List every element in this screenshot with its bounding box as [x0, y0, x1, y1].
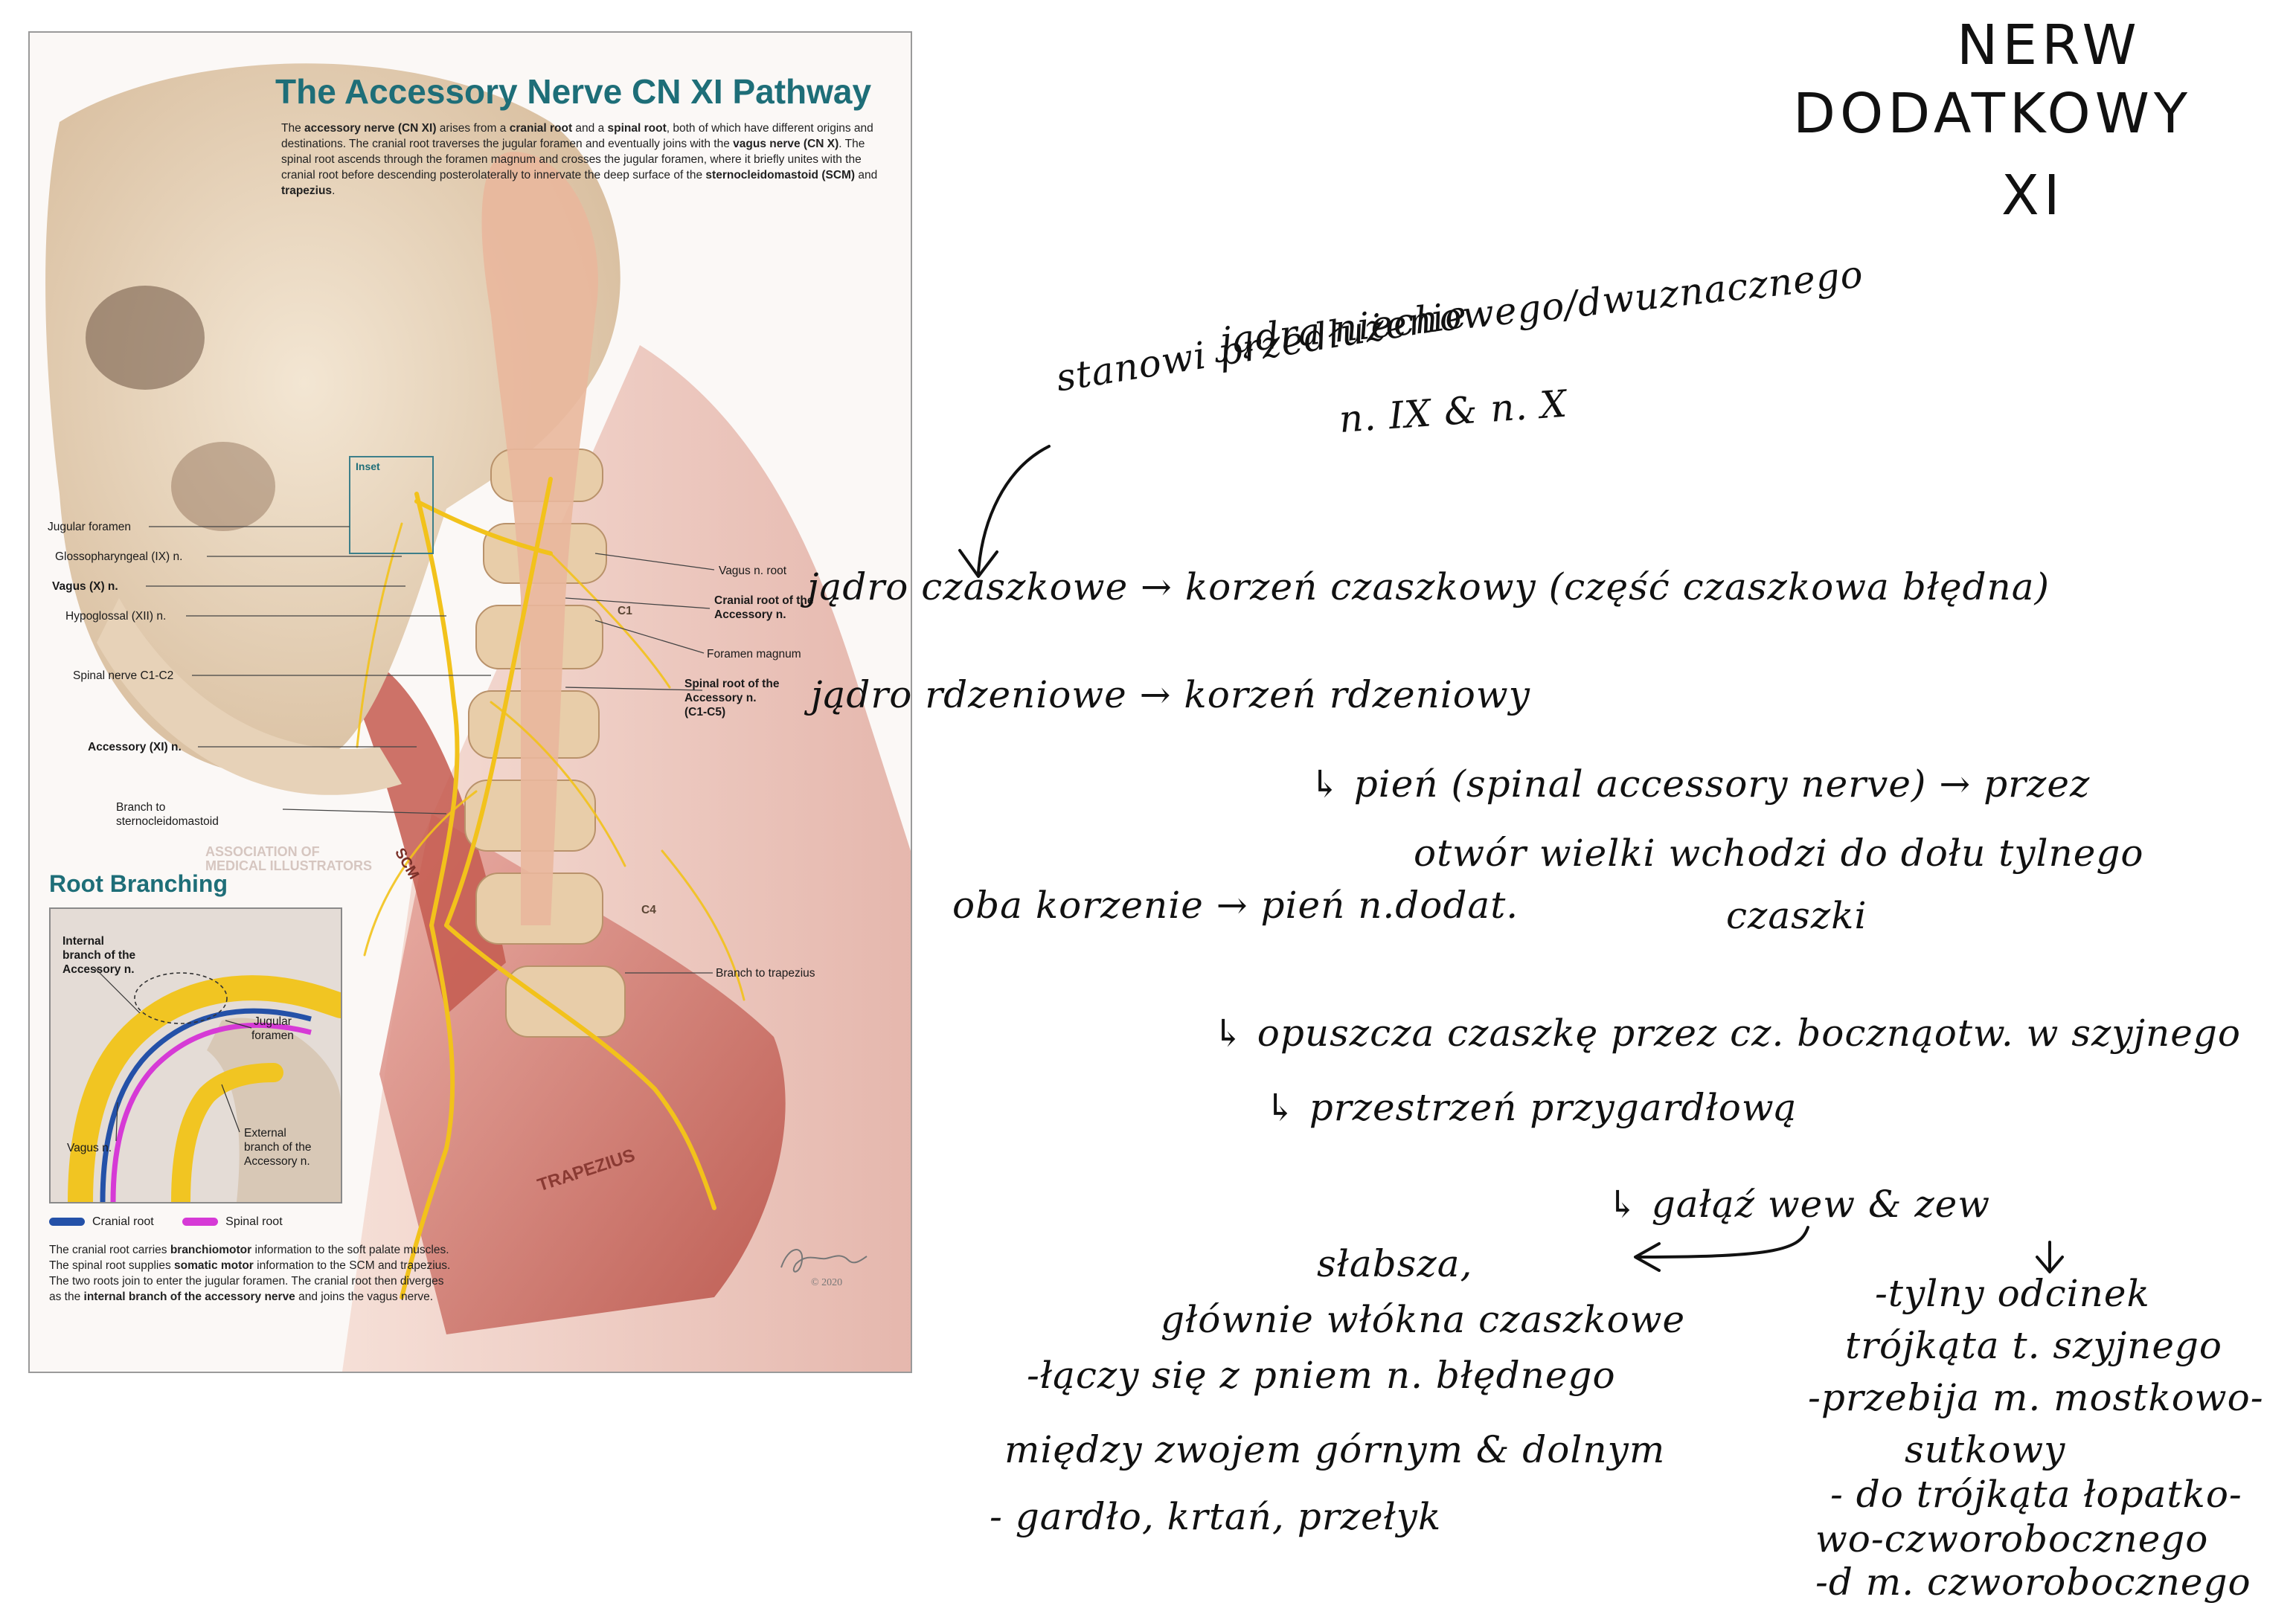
- label-spinal-root: Spinal root of the Accessory n. (C1-C5): [684, 678, 780, 719]
- notes-title-line-3: XI: [2001, 164, 2065, 228]
- label-c1: C1: [618, 605, 632, 617]
- note-line-8: czaszki: [1726, 894, 1867, 937]
- label-jugular-foramen: Jugular foramen: [48, 521, 132, 533]
- figure-caption: The cranial root carries branchiomotor i…: [49, 1242, 455, 1305]
- legend-item-spinal-root: Spinal root: [182, 1215, 283, 1229]
- label-inset: Inset: [356, 460, 380, 472]
- anatomy-figure: The Accessory Nerve CN XI Pathway The ac…: [28, 31, 912, 1373]
- bold-term: spinal root: [607, 122, 667, 135]
- label-hypoglossal: Hypoglossal (XII) n.: [65, 610, 167, 623]
- label-branch-trapezius: Branch to trapezius: [716, 967, 815, 980]
- label-c4: C4: [641, 904, 656, 916]
- legend-item-cranial-root: Cranial root: [49, 1215, 154, 1229]
- text-run: arises from a: [436, 122, 510, 135]
- label-foramen-magnum: Foramen magnum: [707, 648, 801, 661]
- note-right-3: -przebija m. mostkowo-: [1808, 1376, 2264, 1419]
- note-line-5: jądro rdzeniowe → korzeń rdzeniowy: [811, 673, 1530, 716]
- note-line-9: oba korzenie → pień n.dodat.: [952, 884, 1519, 927]
- root-branching-title: Root Branching: [49, 870, 228, 897]
- text-run: , both of which have different origins a…: [281, 122, 873, 150]
- bold-term: cranial root: [509, 122, 573, 135]
- note-left-2: głównie włókna czaszkowe: [1161, 1298, 1686, 1341]
- label-glossopharyngeal: Glossopharyngeal (IX) n.: [55, 550, 183, 563]
- text-run: and a: [572, 122, 608, 135]
- root-branching-inset: Internal branch of the Accessory n. Jugu…: [49, 907, 342, 1203]
- bold-term: accessory nerve (CN XI): [304, 122, 437, 135]
- text-run: The cranial root carries: [49, 1244, 170, 1256]
- label-rb-vagus: Vagus n.: [67, 1142, 112, 1154]
- label-accessory: Accessory (XI) n.: [88, 741, 182, 753]
- legend-swatch: [182, 1218, 219, 1227]
- watermark: ASSOCIATION OF MEDICAL ILLUSTRATORS: [205, 844, 372, 873]
- legend-swatch: [49, 1218, 85, 1227]
- note-right-5: - do trójkąta łopatko-: [1830, 1473, 2242, 1516]
- label-vagus: Vagus (X) n.: [52, 580, 118, 593]
- root-branching-diagram: [51, 909, 341, 1202]
- figure-title: The Accessory Nerve CN XI Pathway: [275, 72, 872, 111]
- note-line-4: jądro czaszkowe → korzeń czaszkowy (częś…: [807, 565, 2050, 608]
- text-run: The: [281, 122, 305, 135]
- anatomy-illustration: [30, 33, 911, 1372]
- notes-title-line-2: DODATKOWY: [1793, 82, 2193, 146]
- legend: Cranial root Spinal root: [49, 1215, 308, 1229]
- note-right-4: sutkowy: [1905, 1428, 2066, 1471]
- note-left-5: - gardło, krtań, przełyk: [990, 1495, 1442, 1538]
- text-run: and joins the vagus nerve.: [295, 1291, 434, 1303]
- text-run: .: [332, 184, 336, 197]
- note-right-1: -tylny odcinek: [1875, 1272, 2150, 1315]
- note-right-6: wo-czworobocznego: [1815, 1517, 2209, 1561]
- note-line-6: ↳ pień (spinal accessory nerve) → przez: [1309, 762, 2091, 806]
- note-left-1: słabsza,: [1317, 1242, 1473, 1285]
- label-external-branch: External branch of the Accessory n.: [244, 1127, 312, 1168]
- label-branch-scm: Branch to sternocleidomastoid: [116, 801, 219, 828]
- bold-term: branchiomotor: [170, 1244, 252, 1256]
- label-internal-branch: Internal branch of the Accessory n.: [62, 935, 136, 976]
- text-run: information to the SCM and trapezius. Th…: [49, 1259, 451, 1303]
- label-vagus-root: Vagus n. root: [719, 565, 787, 577]
- legend-label: Spinal root: [225, 1215, 283, 1228]
- note-line-7: otwór wielki wchodzi do dołu tylnego: [1414, 832, 2144, 875]
- label-cranial-root: Cranial root of the Accessory n.: [714, 594, 814, 621]
- note-line-11: ↳ przestrzeń przygardłową: [1265, 1086, 1798, 1129]
- notes-title-line-1: NERW: [1957, 13, 2141, 77]
- text-run: and: [855, 169, 878, 181]
- label-rb-jugular-foramen: Jugular foramen: [251, 1015, 294, 1042]
- note-right-2: trójkąta t. szyjnego: [1845, 1324, 2223, 1367]
- bold-term: sternocleidomastoid (SCM): [705, 169, 856, 181]
- bold-term: vagus nerve (CN X): [733, 138, 839, 150]
- svg-text:© 2020: © 2020: [811, 1277, 842, 1288]
- label-spinal-nerve: Spinal nerve C1-C2: [73, 669, 174, 682]
- text-run: information to the soft palate muscles. …: [49, 1244, 449, 1272]
- note-left-3: -łączy się z pniem n. błędnego: [1027, 1354, 1616, 1397]
- note-right-7: -d m. czworobocznego: [1815, 1561, 2251, 1604]
- note-line-10: ↳ opuszcza czaszkę przez cz. bocznąotw. …: [1213, 1012, 2241, 1055]
- figure-intro: The accessory nerve (CN XI) arises from …: [281, 120, 891, 199]
- legend-label: Cranial root: [92, 1215, 154, 1228]
- note-line-3: n. IX & n. X: [1337, 382, 1569, 441]
- note-left-4: między zwojem górnym & dolnym: [1004, 1428, 1666, 1471]
- artist-signature: © 2020: [780, 1249, 868, 1288]
- bold-term: trapezius: [281, 184, 333, 197]
- bold-term: somatic motor: [174, 1259, 254, 1272]
- bold-term: internal branch of the accessory nerve: [83, 1291, 295, 1303]
- note-line-2: jądra niechowego/dwuznacznego: [1217, 252, 1866, 363]
- note-line-12: ↳ gałąź wew & zew: [1607, 1183, 1991, 1226]
- text-run: . The spinal root ascends through the fo…: [281, 138, 865, 181]
